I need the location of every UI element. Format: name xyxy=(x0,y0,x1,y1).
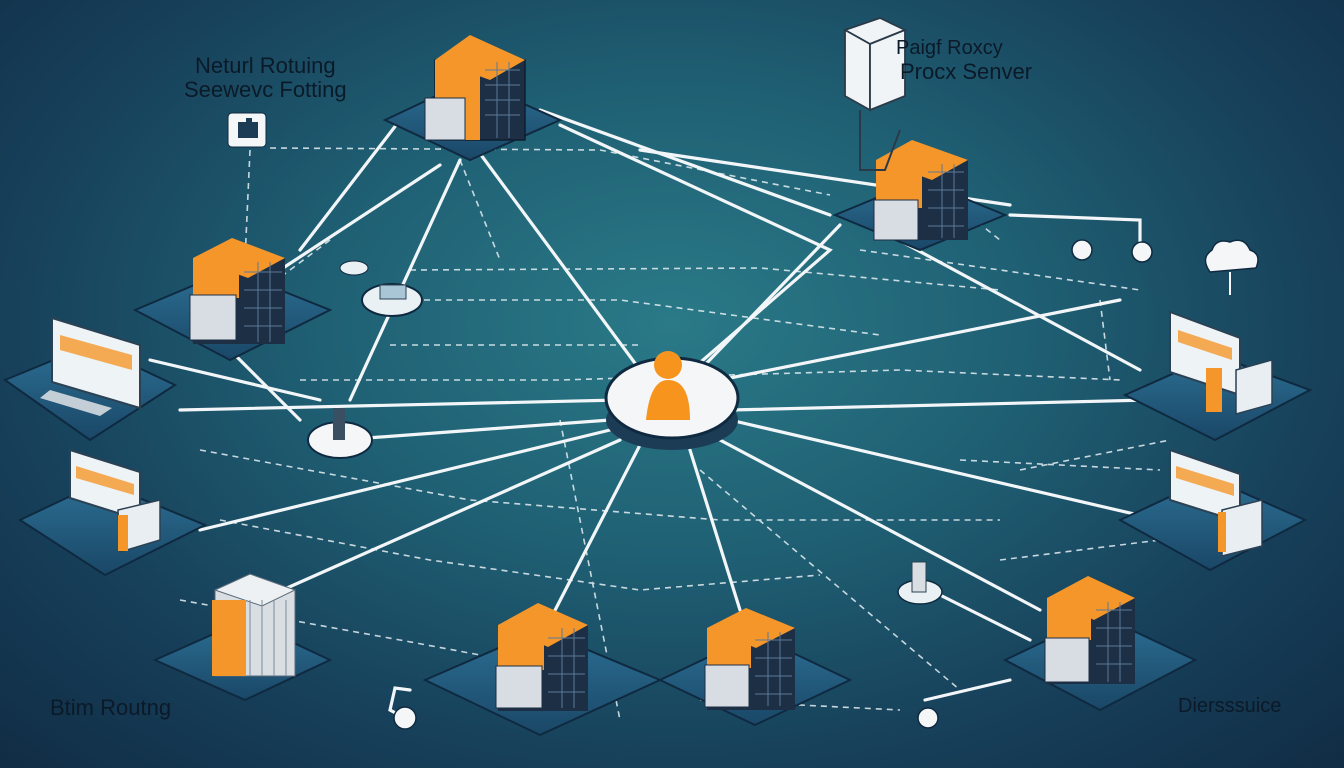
client-computer-left-bottom[interactable] xyxy=(17,448,208,577)
server-left[interactable] xyxy=(132,238,333,362)
label-proxy-server-line1: Paigf Roxcy xyxy=(896,37,1003,59)
endpoint-nodes xyxy=(393,239,1153,730)
server-bottom-right[interactable] xyxy=(1002,576,1198,712)
router-icon xyxy=(333,408,345,440)
label-proxy-server: Paigf Roxcy Procx Senver xyxy=(896,36,1032,84)
server-top-right[interactable] xyxy=(832,140,1008,252)
label-bottom-right: Diersssuice xyxy=(1178,695,1282,717)
router-icon xyxy=(379,284,407,300)
proxy-box-icon xyxy=(842,17,908,112)
cloud-node[interactable] xyxy=(1204,239,1259,295)
server-top-center[interactable] xyxy=(382,35,563,162)
puzzle-icon xyxy=(238,118,258,138)
label-network-routing-line2: Seewevc Fotting xyxy=(184,77,347,102)
client-computer-left-top[interactable] xyxy=(2,316,178,442)
config-node-top-left[interactable] xyxy=(227,112,267,148)
label-network-routing-line1: Neturl Rotuing xyxy=(195,53,336,78)
client-computer-right-bottom[interactable] xyxy=(1117,448,1308,572)
label-bottom-left: Btim Routng xyxy=(50,695,172,720)
solid-links xyxy=(148,108,1162,720)
client-computer-right-top[interactable] xyxy=(1122,310,1313,442)
server-bottom-center-right[interactable] xyxy=(657,608,853,727)
central-hub[interactable] xyxy=(604,351,740,450)
router-node-upper[interactable] xyxy=(361,283,423,317)
user-hub-icon xyxy=(646,351,690,420)
storage-server-bottom-left[interactable] xyxy=(152,573,333,702)
switch-node-bottom[interactable] xyxy=(897,561,943,605)
proxy-box[interactable] xyxy=(842,17,908,171)
router-node-left[interactable] xyxy=(307,408,373,459)
label-proxy-server-line2: Procx Senver xyxy=(900,59,1033,84)
label-network-routing: Neturl Rotuing Seewevc Fotting xyxy=(184,54,347,102)
server-bottom-center-left[interactable] xyxy=(422,603,663,737)
small-device-upper xyxy=(339,260,369,276)
cloud-icon xyxy=(1204,239,1259,273)
